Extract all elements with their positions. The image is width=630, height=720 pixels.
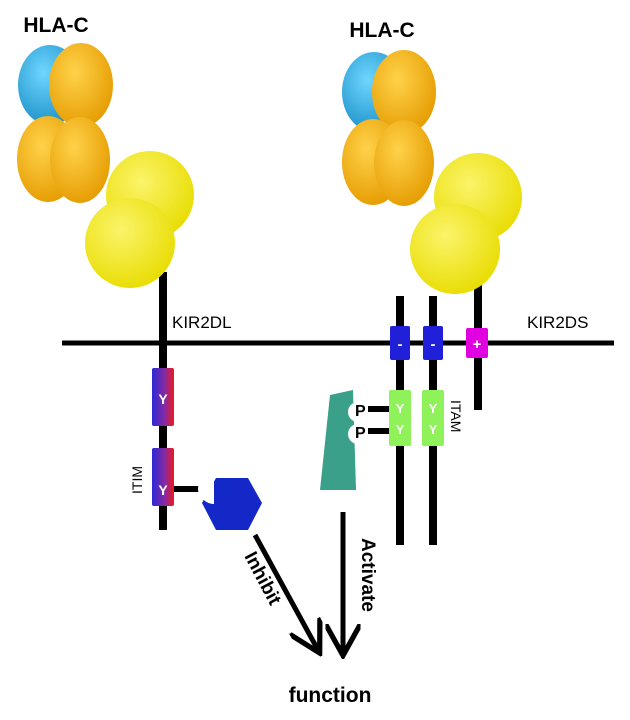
kir2dl-d2-domain <box>85 198 175 288</box>
tyrosine-label: Y <box>158 391 168 407</box>
phosphatase-binding-notch <box>199 474 214 504</box>
tyrosine-label: Y <box>396 422 405 437</box>
phosphatase-hexagon-icon <box>202 478 262 530</box>
tyrosine-label: Y <box>396 401 405 416</box>
kir2ds-d2-domain <box>410 204 500 294</box>
tyrosine-label: Y <box>158 482 168 498</box>
hla-c-left-label: HLA-C <box>23 14 88 37</box>
tyrosine-label: Y <box>429 422 438 437</box>
negative-residue: - <box>423 326 443 360</box>
itam-motif: Y Y <box>422 390 444 446</box>
itim-label: ITIM <box>129 466 145 494</box>
hla-alpha-domain <box>374 120 434 206</box>
positive-residue: + <box>466 328 488 358</box>
inhibit-arrow <box>252 533 318 650</box>
hla-alpha-domain <box>49 43 113 127</box>
hla-alpha-domain <box>50 117 110 203</box>
minus-label: - <box>398 336 403 353</box>
minus-label: - <box>431 336 436 353</box>
itam-label: ITAM <box>448 400 464 432</box>
plus-label: + <box>473 336 482 353</box>
kir2ds-label: KIR2DS <box>527 313 588 332</box>
kinase-binding-notch <box>348 402 368 422</box>
negative-residue: - <box>390 326 410 360</box>
kinase-trapezoid-icon <box>320 390 356 490</box>
kinase-binding-notch <box>348 424 368 444</box>
hla-c-right-label: HLA-C <box>349 19 414 42</box>
hla-alpha-domain <box>372 50 436 134</box>
function-label: function <box>289 684 372 707</box>
itim-motif: Y <box>152 368 174 426</box>
kir2dl-label: KIR2DL <box>172 313 232 332</box>
activate-label: Activate <box>357 538 378 612</box>
itam-motif: Y Y <box>389 390 411 446</box>
tyrosine-label: Y <box>429 401 438 416</box>
phospho-label: P <box>355 403 366 420</box>
phospho-label: P <box>355 425 366 442</box>
hla-c-left: HLA-C <box>17 14 113 203</box>
kir2ds-receptor: - - + KIR2DS Y Y Y Y ITAM <box>368 153 588 545</box>
itim-motif: Y <box>152 448 174 506</box>
hla-c-right: HLA-C <box>342 19 436 206</box>
